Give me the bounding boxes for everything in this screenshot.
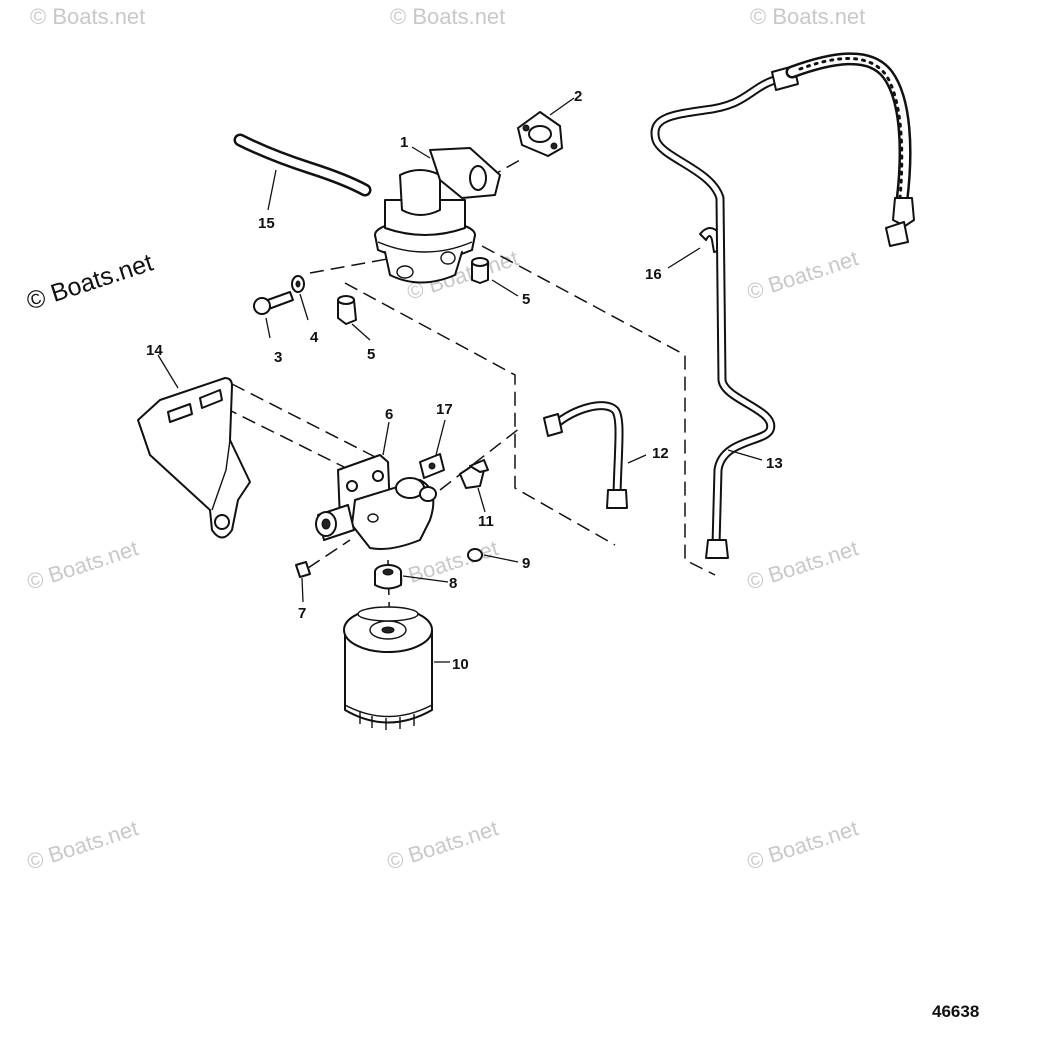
fuel-filter-10 [343, 606, 433, 730]
fitting-5-upper [471, 257, 489, 284]
screw-3 [253, 291, 294, 315]
bracket-14 [137, 377, 251, 539]
callout-15: 15 [258, 215, 275, 232]
watermark-featured: © Boats.net [23, 249, 156, 316]
assembly-line-11 [439, 427, 521, 491]
assembly-line-4 [309, 257, 394, 274]
callout-9: 9 [522, 555, 530, 572]
callout-5-lower: 5 [367, 346, 375, 363]
callout-17: 17 [436, 401, 453, 418]
watermark: © Boats.net [30, 4, 145, 29]
fitting-11 [459, 459, 489, 489]
callout-3: 3 [274, 349, 282, 366]
callout-7: 7 [298, 605, 306, 622]
adapter-8 [374, 564, 402, 590]
assembly-line-12 [344, 282, 616, 546]
fuel-line-12 [543, 401, 628, 509]
assembly-line-13 [481, 245, 716, 576]
washer-9 [467, 548, 483, 562]
watermark: © Boats.net [24, 815, 141, 874]
watermark: © Boats.net [390, 4, 505, 29]
callout-12: 12 [652, 445, 669, 462]
assembly-line-7 [307, 539, 351, 569]
callout-11: 11 [478, 513, 494, 530]
callout-6: 6 [385, 406, 393, 423]
filter-base-6 [315, 454, 437, 550]
leader-lines [157, 97, 763, 663]
watermark: © Boats.net [744, 245, 861, 304]
callout-5-upper: 5 [522, 291, 530, 308]
fuel-line-13 [650, 52, 915, 559]
plug-7 [295, 561, 311, 578]
washer-4 [291, 275, 305, 293]
callout-8: 8 [449, 575, 457, 592]
watermark: © Boats.net [744, 535, 861, 594]
fitting-5-lower [337, 295, 357, 325]
callout-labels: 1 2 3 4 5 5 6 7 8 9 10 11 12 13 14 15 16… [146, 88, 783, 673]
watermark: © Boats.net [384, 815, 501, 874]
fuel-hose-15 [233, 133, 372, 197]
watermark: © Boats.net [24, 535, 141, 594]
gasket-2 [517, 111, 563, 157]
callout-1: 1 [400, 134, 408, 151]
callout-2: 2 [574, 88, 582, 105]
callout-16: 16 [645, 266, 662, 283]
watermark: © Boats.net [750, 4, 865, 29]
reference-number: 46638 [932, 1002, 979, 1021]
assembly-line-14b [231, 383, 386, 463]
callout-4: 4 [310, 329, 319, 346]
plug-17 [419, 453, 445, 479]
callout-13: 13 [766, 455, 783, 472]
callout-14: 14 [146, 342, 163, 359]
watermark: © Boats.net [744, 815, 861, 874]
fuel-pump-1 [374, 147, 501, 284]
callout-10: 10 [452, 656, 469, 673]
